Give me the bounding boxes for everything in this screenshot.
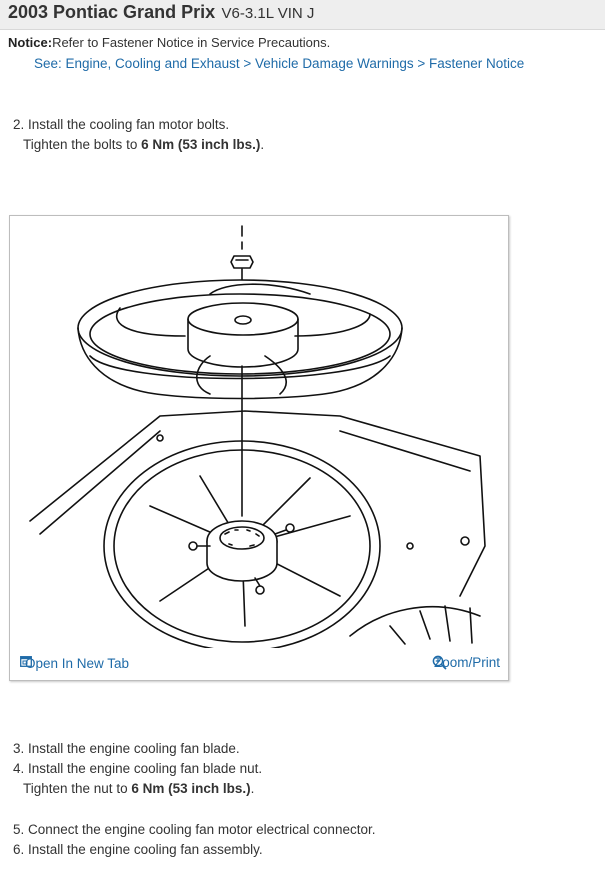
shroud-spokes <box>149 475 351 627</box>
step-4: 4. Install the engine cooling fan blade … <box>13 761 263 776</box>
shroud-inner-edge <box>39 430 471 535</box>
fan-motor-body <box>206 540 278 582</box>
torque-suffix: . <box>260 137 265 152</box>
second-fan-blades <box>389 605 473 645</box>
fan-ring-band <box>89 355 391 380</box>
blade-1 <box>115 307 186 337</box>
blade-4 <box>196 355 211 395</box>
blade-5 <box>264 355 287 395</box>
step-5: 5. Connect the engine cooling fan motor … <box>13 822 376 837</box>
zoom-print-label: Zoom/Print <box>433 655 500 670</box>
fan-motor-center <box>219 526 265 550</box>
step-3: 3. Install the engine cooling fan blade. <box>13 741 240 756</box>
torque-spec: 6 Nm (53 inch lbs.) <box>141 137 261 152</box>
notice: Notice:Refer to Fastener Notice in Servi… <box>8 35 330 50</box>
hub-center <box>234 315 252 325</box>
cooling-fan-illustration <box>29 225 486 648</box>
motor-bolt-3 <box>285 523 295 533</box>
shroud-hole-3 <box>460 536 470 546</box>
open-in-new-tab-link[interactable]: Open In New Tab <box>20 656 129 671</box>
page-title: 2003 Pontiac Grand Prix <box>8 2 216 22</box>
motor-bolt-2 <box>255 585 265 595</box>
figure-footer: Open In New Tab Zoom/Print <box>10 648 508 680</box>
motor-detail <box>224 529 260 547</box>
shroud-hole-2 <box>406 542 414 550</box>
second-fan-edge <box>349 605 481 637</box>
fan-hub-top <box>187 302 299 336</box>
step-6: 6. Install the engine cooling fan assemb… <box>13 842 263 857</box>
shroud-opening-inner <box>113 449 371 643</box>
torque-spec: 6 Nm (53 inch lbs.) <box>131 781 251 796</box>
shroud-opening-outer <box>103 440 381 648</box>
fan-blade-ring-inner <box>89 293 391 375</box>
motor-bolt-1 <box>188 541 198 551</box>
blade-nut <box>230 255 254 269</box>
page-subtitle: V6-3.1L VIN J <box>221 5 315 22</box>
torque-prefix: Tighten the nut to <box>23 781 132 796</box>
torque-prefix: Tighten the bolts to <box>23 137 142 152</box>
step-4-torque: Tighten the nut to 6 Nm (53 inch lbs.). <box>23 781 254 796</box>
zoom-print-link[interactable]: Zoom/Print <box>432 655 500 670</box>
shroud-hole-1 <box>156 434 164 442</box>
step-2: 2. Install the cooling fan motor bolts. <box>13 117 230 132</box>
blade-3 <box>294 313 371 337</box>
notice-text: Refer to Fastener Notice in Service Prec… <box>52 35 331 50</box>
fan-hub-side <box>187 318 299 368</box>
fastener-notice-link[interactable]: See: Engine, Cooling and Exhaust > Vehic… <box>34 56 525 71</box>
notice-label: Notice: <box>8 35 53 50</box>
page-header: 2003 Pontiac Grand Prix V6-3.1L VIN J <box>0 0 605 30</box>
open-in-new-tab-label: Open In New Tab <box>25 656 130 671</box>
torque-suffix: . <box>250 781 255 796</box>
shroud-outline <box>29 410 486 597</box>
figure-cooling-fan: Open In New Tab Zoom/Print <box>9 215 509 681</box>
bolt-mounts <box>196 529 287 587</box>
blade-2 <box>209 283 311 295</box>
step-2-torque: Tighten the bolts to 6 Nm (53 inch lbs.)… <box>23 137 264 152</box>
fan-ring-lower-edge <box>77 327 403 400</box>
